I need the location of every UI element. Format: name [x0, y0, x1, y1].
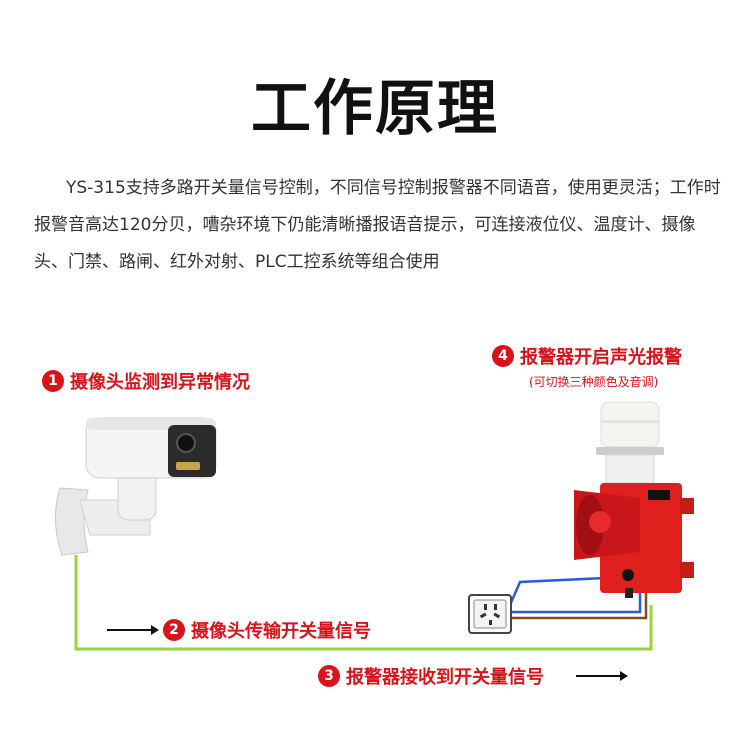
camera-icon — [54, 417, 217, 556]
description-text: YS-315支持多路开关量信号控制，不同信号控制报警器不同语音，使用更灵活；工作… — [34, 178, 721, 272]
arrow-right-icon — [576, 671, 628, 681]
step-2-camera-transmits: 2 摄像头传输开关量信号 — [163, 617, 371, 643]
signal-wire-green — [74, 555, 653, 651]
arrow-right-icon — [107, 625, 159, 635]
step-4-label: 报警器开启声光报警 — [520, 347, 682, 368]
step-3-label: 报警器接收到开关量信号 — [346, 667, 544, 688]
power-wires — [508, 576, 648, 620]
step-2-label: 摄像头传输开关量信号 — [191, 621, 371, 642]
step-1-label: 摄像头监测到异常情况 — [70, 372, 250, 393]
step-1-number: 1 — [42, 370, 64, 392]
power-socket-icon — [468, 594, 512, 634]
step-3-number: 3 — [318, 665, 340, 687]
step-4-sublabel: (可切换三种颜色及音调) — [529, 375, 659, 389]
step-3-alarm-receives: 3 报警器接收到开关量信号 — [318, 663, 544, 689]
step-4-number: 4 — [492, 345, 514, 367]
step-2-number: 2 — [163, 619, 185, 641]
step-4-alarm-activates: 4 报警器开启声光报警 — [492, 343, 682, 369]
step-1-camera-detects: 1 摄像头监测到异常情况 — [42, 368, 250, 394]
alarm-siren-icon — [574, 401, 694, 598]
page-title: 工作原理 — [251, 74, 499, 144]
